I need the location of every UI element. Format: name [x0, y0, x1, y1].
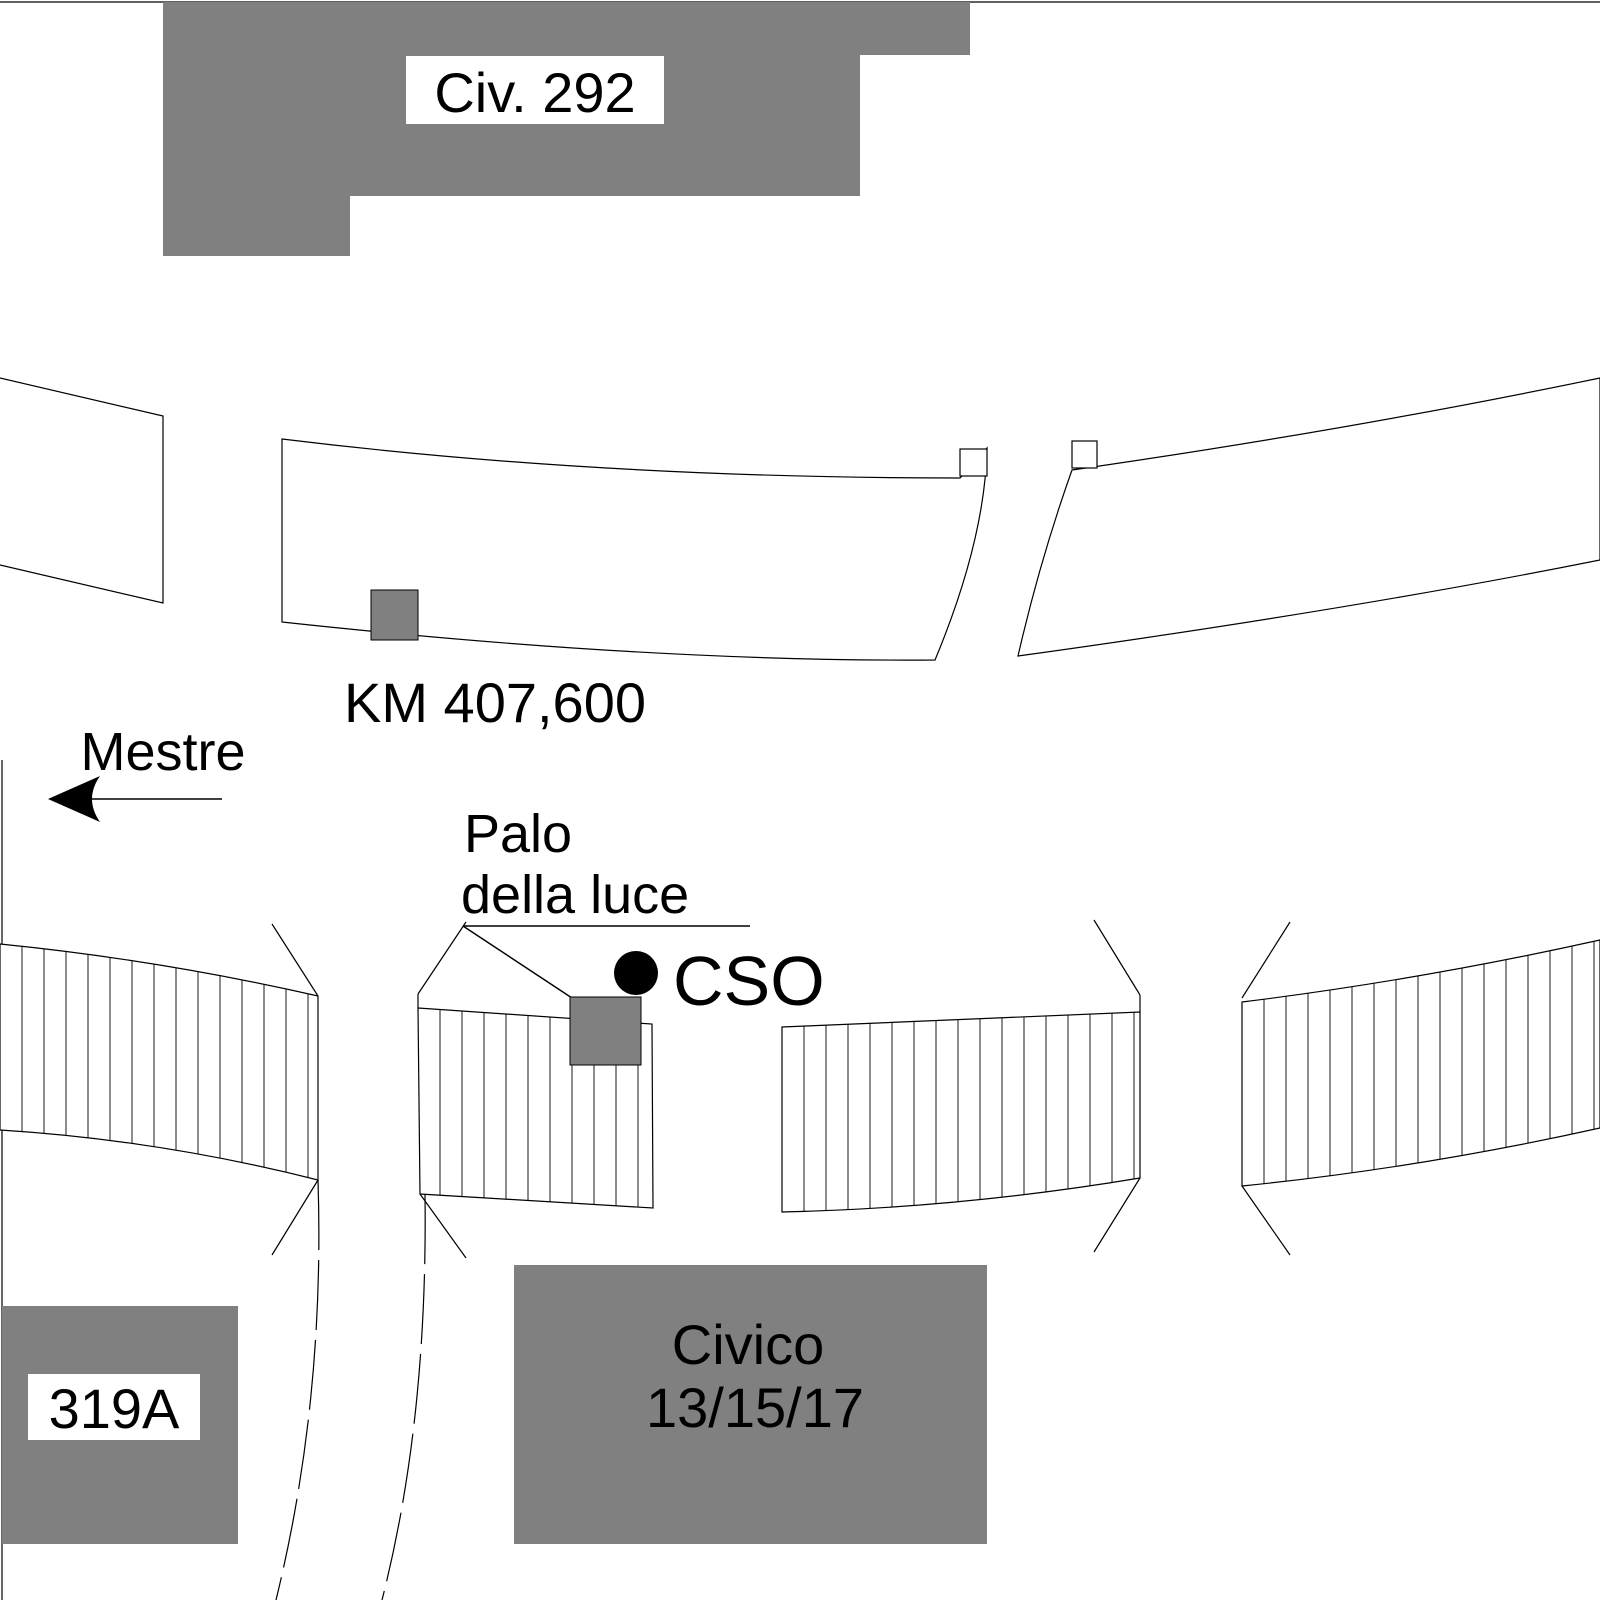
building-319a: 319A: [2, 1306, 238, 1544]
light-pole-symbol: [569, 996, 642, 1066]
building-civ-292: Civ. 292: [163, 2, 970, 256]
upper-kerb-blocks: [0, 377, 1600, 661]
km-marker-post: [370, 589, 419, 641]
kerb-block-right-corner: [1071, 440, 1098, 469]
side-road-edge-left: [275, 1179, 320, 1600]
building-civico: Civico 13/15/17: [514, 1265, 987, 1544]
kerb-block-right: [1017, 377, 1600, 657]
sidewalk-strip-1: [0, 943, 319, 1181]
kerb-block-center: [281, 438, 988, 661]
light-pole-label-line1: Palo: [464, 804, 572, 864]
kerb-diagonals: [271, 919, 1291, 1259]
sidewalk-strip-4: [1241, 939, 1600, 1187]
building-civico-label-line2: 13/15/17: [646, 1376, 864, 1439]
sidewalk-strip-2-hatching: [439, 1009, 639, 1208]
building-civ-292-label-bg: [406, 56, 664, 124]
sidewalk-strip-1-hatching: [21, 946, 309, 1178]
building-civ-292-label: Civ. 292: [434, 61, 635, 124]
building-319a-label: 319A: [49, 1377, 180, 1440]
sidewalk-strip-4-hatching: [1263, 941, 1595, 1184]
arrow-left-icon: [48, 776, 222, 822]
light-pole-leader: [462, 925, 573, 999]
filled-circle-icon: [614, 951, 658, 995]
cso-marker: CSO: [614, 942, 825, 1020]
kerb-block-center-corner: [959, 448, 988, 477]
building-civ-292-shape: [163, 2, 970, 256]
direction-label: Mestre: [80, 722, 245, 782]
cso-label: CSO: [673, 942, 825, 1020]
building-civico-shape: [514, 1265, 987, 1544]
building-319a-label-bg: [28, 1374, 200, 1440]
light-pole-label-line2: della luce: [461, 865, 689, 925]
km-marker-label: KM 407,600: [344, 671, 646, 734]
sidewalk-strip-3: [781, 1011, 1141, 1213]
sidewalk-strip-3-hatching: [803, 1012, 1135, 1212]
kerb-block-left: [0, 377, 164, 604]
light-pole: Palo della luce: [461, 804, 750, 1066]
building-civico-label-line1: Civico: [672, 1313, 824, 1376]
side-road-edge-right: [381, 1193, 426, 1600]
direction-indicator: Mestre: [48, 722, 246, 822]
